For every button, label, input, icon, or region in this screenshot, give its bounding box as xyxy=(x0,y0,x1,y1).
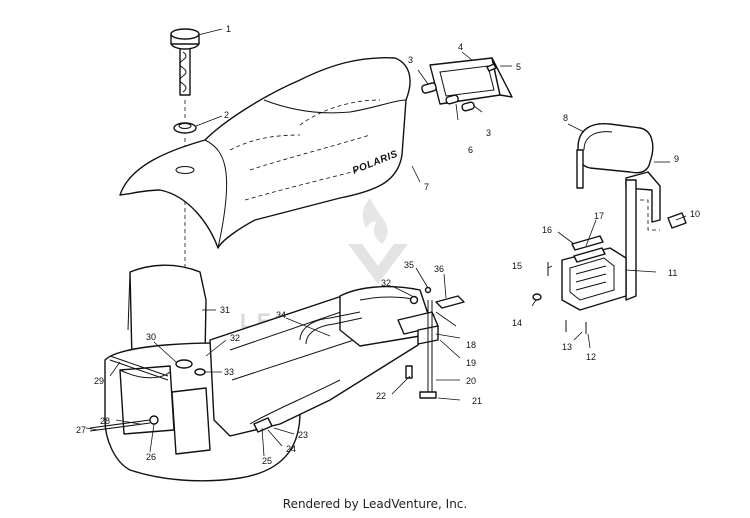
callout-5: 5 xyxy=(516,62,521,72)
callout-15: 15 xyxy=(512,261,522,271)
callout-32-upper: 32 xyxy=(381,278,391,288)
callout-23: 23 xyxy=(298,430,308,440)
callout-22: 22 xyxy=(376,391,386,401)
callout-28: 28 xyxy=(100,416,110,426)
leader-lines xyxy=(85,28,687,457)
heat-shield xyxy=(127,264,207,361)
callout-12: 12 xyxy=(586,352,596,362)
backrest-assembly xyxy=(532,123,687,334)
callout-18: 18 xyxy=(466,340,476,350)
callout-17: 17 xyxy=(594,211,604,221)
callout-21: 21 xyxy=(472,396,482,406)
callout-3-upper: 3 xyxy=(408,55,413,65)
callout-4: 4 xyxy=(458,42,463,52)
seat: POLARIS xyxy=(119,57,411,249)
callout-8: 8 xyxy=(563,113,568,123)
callout-10: 10 xyxy=(690,209,700,219)
callout-34: 34 xyxy=(276,310,286,320)
callout-9: 9 xyxy=(674,154,679,164)
callout-26: 26 xyxy=(146,452,156,462)
callout-19: 19 xyxy=(466,358,476,368)
callout-25: 25 xyxy=(262,456,272,466)
callout-3-lower: 3 xyxy=(486,128,491,138)
callout-29: 29 xyxy=(94,376,104,386)
callout-35: 35 xyxy=(404,260,414,270)
frame-tray xyxy=(209,285,465,437)
callout-33: 33 xyxy=(224,367,234,377)
callout-6: 6 xyxy=(468,145,473,155)
callout-24: 24 xyxy=(286,444,296,454)
callout-27: 27 xyxy=(76,425,86,435)
callout-36: 36 xyxy=(434,264,444,274)
callout-30: 30 xyxy=(146,332,156,342)
callout-20: 20 xyxy=(466,376,476,386)
callout-7: 7 xyxy=(424,182,429,192)
fuel-cap xyxy=(170,28,200,96)
grommet xyxy=(173,122,197,134)
callout-13: 13 xyxy=(562,342,572,352)
callout-numbers: 1 2 3 4 5 3 6 7 8 9 10 16 17 15 11 14 13… xyxy=(76,24,700,466)
callout-14: 14 xyxy=(512,318,522,328)
callout-11: 11 xyxy=(668,268,677,278)
callout-2: 2 xyxy=(224,110,229,120)
callout-32-lower: 32 xyxy=(230,333,240,343)
footer-credit: Rendered by LeadVenture, Inc. xyxy=(282,497,468,511)
latch-bracket xyxy=(421,57,513,112)
callout-1: 1 xyxy=(226,24,231,34)
callout-16: 16 xyxy=(542,225,552,235)
callout-31: 31 xyxy=(220,305,230,315)
